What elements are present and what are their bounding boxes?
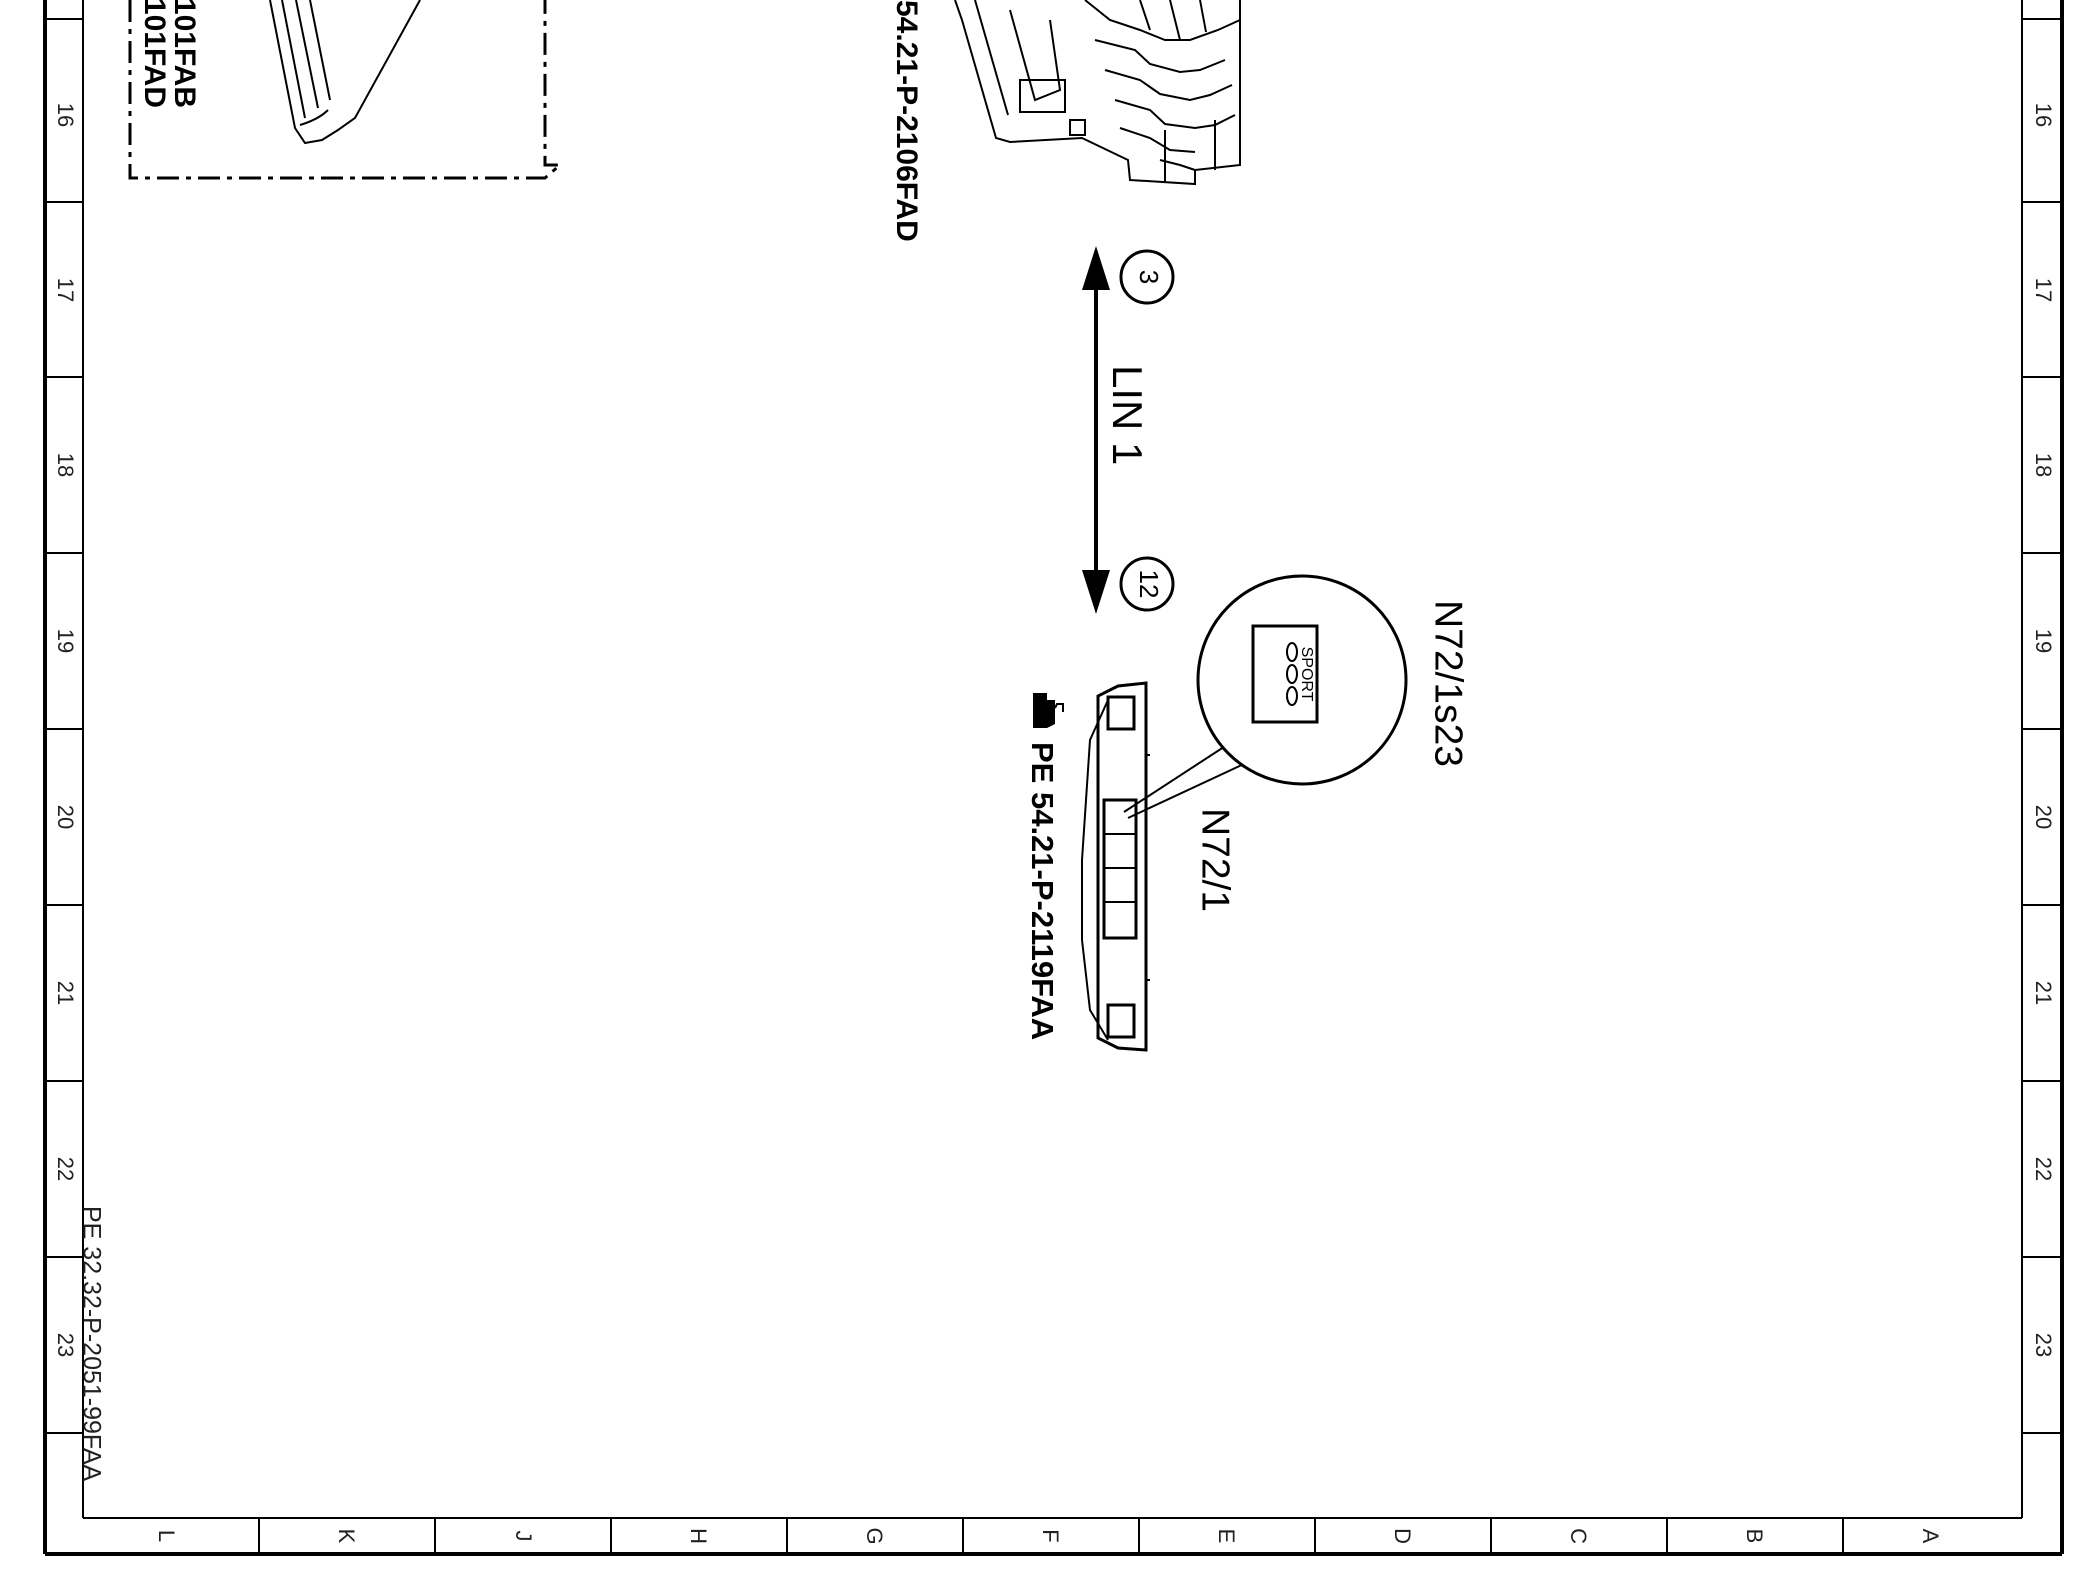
row-number-left-19: 19 — [53, 629, 78, 653]
top-connector-reference: 54.21-P-2106FAD — [890, 0, 923, 242]
pin-number-top: 3 — [1134, 270, 1164, 284]
row-number-right-22: 22 — [2031, 1157, 2056, 1181]
switch-label: N72/1s23 — [1427, 600, 1470, 767]
row-number-right-19: 19 — [2031, 629, 2056, 653]
column-letter-C: C — [1566, 1528, 1591, 1544]
pin-marker-bottom: 12 — [1119, 556, 1175, 612]
column-letter-A: A — [1918, 1529, 1943, 1544]
pin-marker-top: 3 — [1119, 249, 1175, 305]
arrowhead-up-icon — [1082, 246, 1110, 290]
lin-bus-label: LIN 1 — [1104, 365, 1151, 465]
sport-button-text: SPORT — [1298, 647, 1315, 702]
column-letter-J: J — [511, 1531, 536, 1542]
row-number-right-16: 16 — [2031, 103, 2056, 127]
control-panel-n72-1 — [1081, 681, 1150, 1052]
document-reference: PE 32.32-P-2051-99FAA — [77, 1206, 105, 1481]
row-number-right-18: 18 — [2031, 453, 2056, 477]
top-connector — [954, 0, 1241, 186]
pointing-hand-icon — [1033, 693, 1064, 728]
left-row-numbers: 16 17 18 19 20 21 22 23 — [53, 103, 78, 1357]
row-number-right-20: 20 — [2031, 805, 2056, 829]
row-number-left-17: 17 — [53, 278, 78, 302]
column-letter-F: F — [1038, 1529, 1063, 1542]
row-number-right-23: 23 — [2031, 1333, 2056, 1357]
column-letter-K: K — [334, 1529, 359, 1544]
arrowhead-down-icon — [1082, 570, 1110, 614]
control-panel-reference: PE 54.21-P-2119FAA — [1025, 742, 1060, 1040]
column-ticks — [258, 1518, 1844, 1554]
row-number-left-16: 16 — [53, 103, 78, 127]
inset-label-2101FAD: 2101FAD — [138, 0, 171, 108]
column-letter-D: D — [1390, 1528, 1415, 1544]
inset-box: 2101FAB 2101FAD — [128, 0, 565, 180]
row-number-right-17: 17 — [2031, 278, 2056, 302]
row-number-left-20: 20 — [53, 805, 78, 829]
control-panel-label: N72/1 — [1194, 808, 1237, 912]
column-letter-H: H — [686, 1528, 711, 1544]
column-letter-L: L — [154, 1530, 179, 1542]
column-letters: L K J H G F E D C B A — [154, 1527, 1943, 1544]
row-ticks — [45, 18, 2062, 1434]
column-letter-E: E — [1214, 1529, 1239, 1544]
row-number-right-21: 21 — [2031, 981, 2056, 1005]
switch-detail-bubble: SPORT — [1123, 574, 1408, 819]
inset-connector-sketch — [269, 0, 421, 145]
row-number-left-21: 21 — [53, 981, 78, 1005]
row-number-left-18: 18 — [53, 453, 78, 477]
column-letter-G: G — [862, 1527, 887, 1544]
row-number-left-23: 23 — [53, 1333, 78, 1357]
sport-indicator-icon — [1286, 642, 1298, 706]
right-row-numbers: 16 17 18 19 20 21 22 23 — [2031, 103, 2056, 1357]
inset-label-2101FAB: 2101FAB — [168, 0, 201, 108]
pin-number-bottom: 12 — [1134, 570, 1164, 599]
drawing-frame — [43, 0, 2064, 1556]
row-number-left-22: 22 — [53, 1157, 78, 1181]
column-letter-B: B — [1742, 1529, 1767, 1544]
